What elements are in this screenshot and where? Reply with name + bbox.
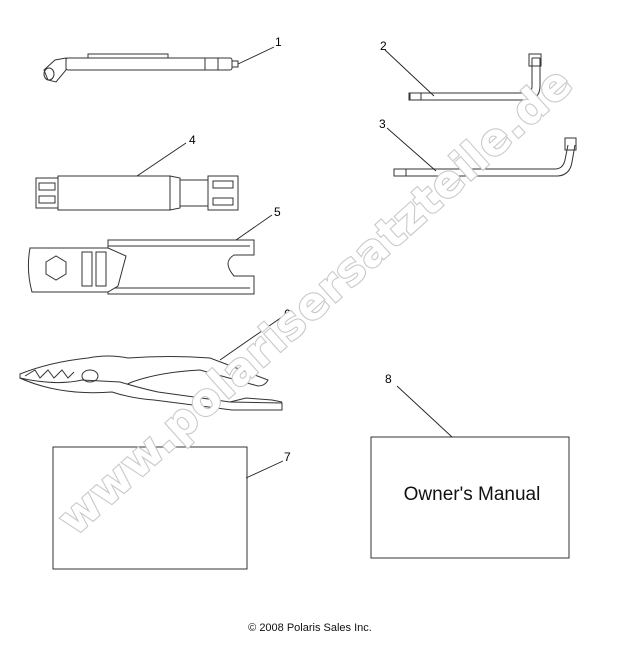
callout-8: 8 — [385, 372, 392, 386]
part-hex-key-long — [408, 53, 542, 101]
part-pliers — [19, 355, 283, 411]
callout-6: 6 — [284, 307, 291, 321]
callout-4: 4 — [189, 133, 196, 147]
part-hex-key-short — [393, 137, 577, 177]
copyright-notice: © 2008 Polaris Sales Inc. — [248, 622, 372, 634]
callout-1: 1 — [275, 35, 282, 49]
callout-5: 5 — [274, 205, 281, 219]
callout-numbers: 1 2 3 4 5 6 7 8 — [189, 35, 392, 464]
callout-2: 2 — [380, 39, 387, 53]
part-spark-plug-wrench — [35, 175, 239, 211]
part-card — [52, 446, 248, 570]
manual-title: Owner's Manual — [404, 484, 541, 505]
part-owners-manual: Owner's Manual — [370, 436, 570, 559]
leader-lines — [136, 46, 453, 479]
callout-7: 7 — [284, 450, 291, 464]
part-wrench — [27, 239, 255, 295]
callout-3: 3 — [379, 117, 386, 131]
part-tire-gauge — [43, 53, 239, 83]
